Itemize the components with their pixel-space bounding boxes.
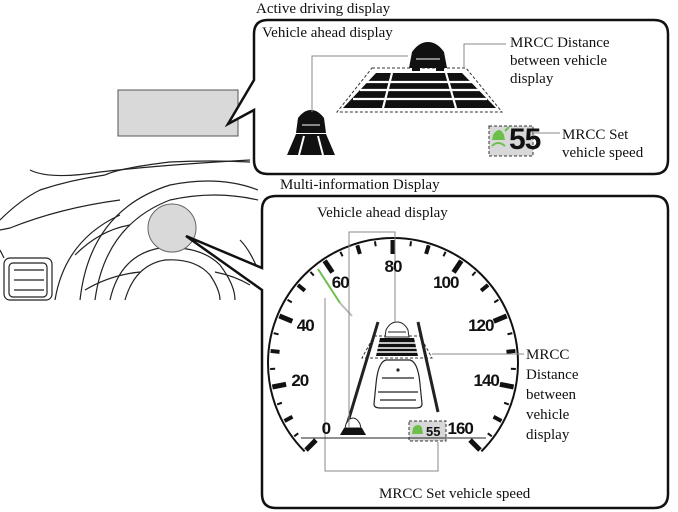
minor-tick (296, 283, 307, 293)
top-set-speed-value: 55 (509, 123, 541, 156)
bottom-vehicle-ahead-icon (384, 321, 410, 338)
major-tick (304, 438, 318, 452)
major-tick (271, 381, 287, 390)
top-set-speed-indicator (488, 125, 534, 157)
speed-tick-label: 140 (473, 370, 499, 390)
minor-tick (286, 298, 293, 304)
top-vehicle-ahead-icon (409, 42, 447, 71)
top-small-vehicle-icon (287, 110, 335, 156)
minor-tick (471, 271, 477, 277)
top-distance-label-line1: MRCC Distance (510, 35, 610, 51)
bottom-distance-label-line1: MRCC (526, 347, 570, 363)
minor-tick (493, 298, 500, 304)
speed-needle (317, 268, 353, 317)
active-driving-display-title: Active driving display (256, 1, 391, 17)
speed-tick-label: 80 (384, 257, 403, 276)
major-tick (499, 381, 515, 390)
major-tick (492, 313, 508, 324)
minor-tick (507, 332, 513, 336)
multi-information-display-title: Multi-information Display (280, 177, 440, 193)
minor-tick (506, 348, 516, 354)
bottom-distance-label-line2: Distance (526, 367, 579, 383)
minor-tick (442, 251, 447, 257)
speed-tick-label: 40 (296, 315, 315, 335)
speed-tick-label: 20 (291, 370, 309, 390)
major-tick (322, 259, 335, 274)
major-tick (468, 438, 482, 452)
major-tick (278, 313, 294, 324)
minor-tick (487, 432, 493, 438)
mrcc-green-icon (491, 126, 510, 147)
minor-tick (503, 401, 510, 406)
speed-tick-label: 100 (433, 273, 459, 292)
bottom-vehicle-ahead-label: Vehicle ahead display (317, 205, 448, 221)
minor-tick (293, 432, 299, 438)
bottom-distance-label-line4: vehicle (526, 407, 570, 423)
bottom-set-speed-label: MRCC Set vehicle speed (379, 486, 531, 502)
active-driving-display-location (117, 89, 239, 137)
speedometer-arc (267, 236, 519, 453)
minor-tick (270, 348, 280, 354)
minor-tick (309, 271, 315, 277)
top-set-speed-label-line2: vehicle speed (562, 145, 644, 161)
own-vehicle-icon (373, 359, 423, 409)
minor-tick (355, 244, 362, 255)
minor-tick (492, 414, 503, 423)
major-tick (451, 259, 464, 274)
speed-tick-label: 60 (331, 273, 350, 292)
bottom-distance-label-line5: display (526, 427, 570, 443)
top-distance-label-line2: between vehicle (510, 53, 608, 69)
minor-tick (283, 414, 294, 423)
speed-tick-label: 160 (447, 419, 473, 439)
bottom-set-speed-value: 55 (426, 424, 441, 439)
top-vehicle-ahead-label: Vehicle ahead display (262, 25, 393, 41)
minor-tick (276, 401, 283, 406)
top-set-speed-label-line1: MRCC Set (562, 127, 629, 143)
bottom-distance-label-line3: between (526, 387, 576, 403)
speed-tick-label: 120 (468, 315, 494, 335)
minor-tick (273, 332, 279, 336)
minor-tick (339, 251, 344, 257)
dashboard-illustration (0, 159, 259, 301)
speed-tick-label: 0 (321, 419, 331, 439)
minor-tick (479, 283, 490, 293)
multi-information-display-location (147, 203, 197, 253)
minor-tick (373, 241, 377, 247)
bottom-set-speed-indicator (408, 420, 447, 442)
speedometer (267, 236, 519, 453)
minor-tick (424, 244, 431, 255)
bottom-lane-distance-display (345, 321, 440, 426)
top-lane-distance-display (335, 67, 504, 113)
minor-tick (409, 241, 413, 247)
top-leader-lines (311, 43, 560, 134)
top-distance-label-line3: display (510, 71, 554, 87)
bottom-leader-lines (324, 231, 524, 472)
